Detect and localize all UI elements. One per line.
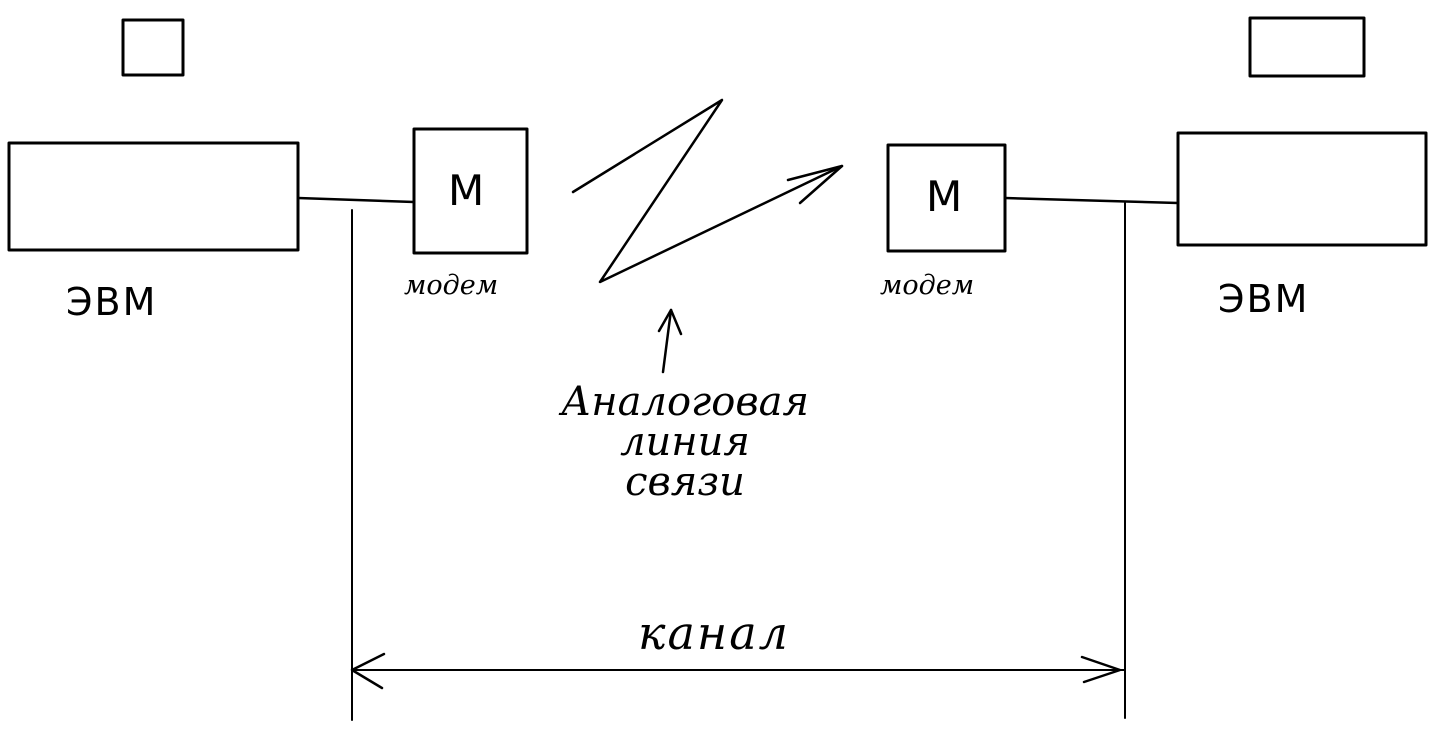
channel-arrowhead-right xyxy=(1080,655,1122,684)
left-modem-letter: М xyxy=(448,166,485,215)
left-computer-label: ЭВМ xyxy=(66,280,158,324)
analog-link-arrowhead xyxy=(786,164,844,205)
left-wire xyxy=(296,196,416,204)
left-modem-box xyxy=(412,127,529,255)
channel-label: канал xyxy=(638,606,790,660)
right-monitor-box xyxy=(1248,16,1366,78)
analog-line-caption-line-3: связи xyxy=(625,459,745,505)
left-computer-box xyxy=(7,141,300,252)
right-wire xyxy=(1003,196,1180,205)
analog-line-caption-line-2: линия xyxy=(620,419,750,465)
analog-link-zigzag xyxy=(571,98,844,284)
right-computer-box xyxy=(1176,131,1428,247)
left-monitor-box xyxy=(121,18,185,77)
right-modem-letter: М xyxy=(926,172,963,221)
analog-line-caption: Аналоговая линия связи xyxy=(520,382,850,502)
left-modem-caption: модем xyxy=(404,270,499,301)
right-computer-label: ЭВМ xyxy=(1218,277,1310,321)
channel-arrowhead-left xyxy=(350,652,386,690)
pointer-arrow-shaft xyxy=(661,308,673,374)
right-modem-caption: модем xyxy=(880,270,975,301)
analog-line-caption-line-1: Аналоговая xyxy=(561,379,809,425)
pointer-arrow-head xyxy=(657,308,683,336)
